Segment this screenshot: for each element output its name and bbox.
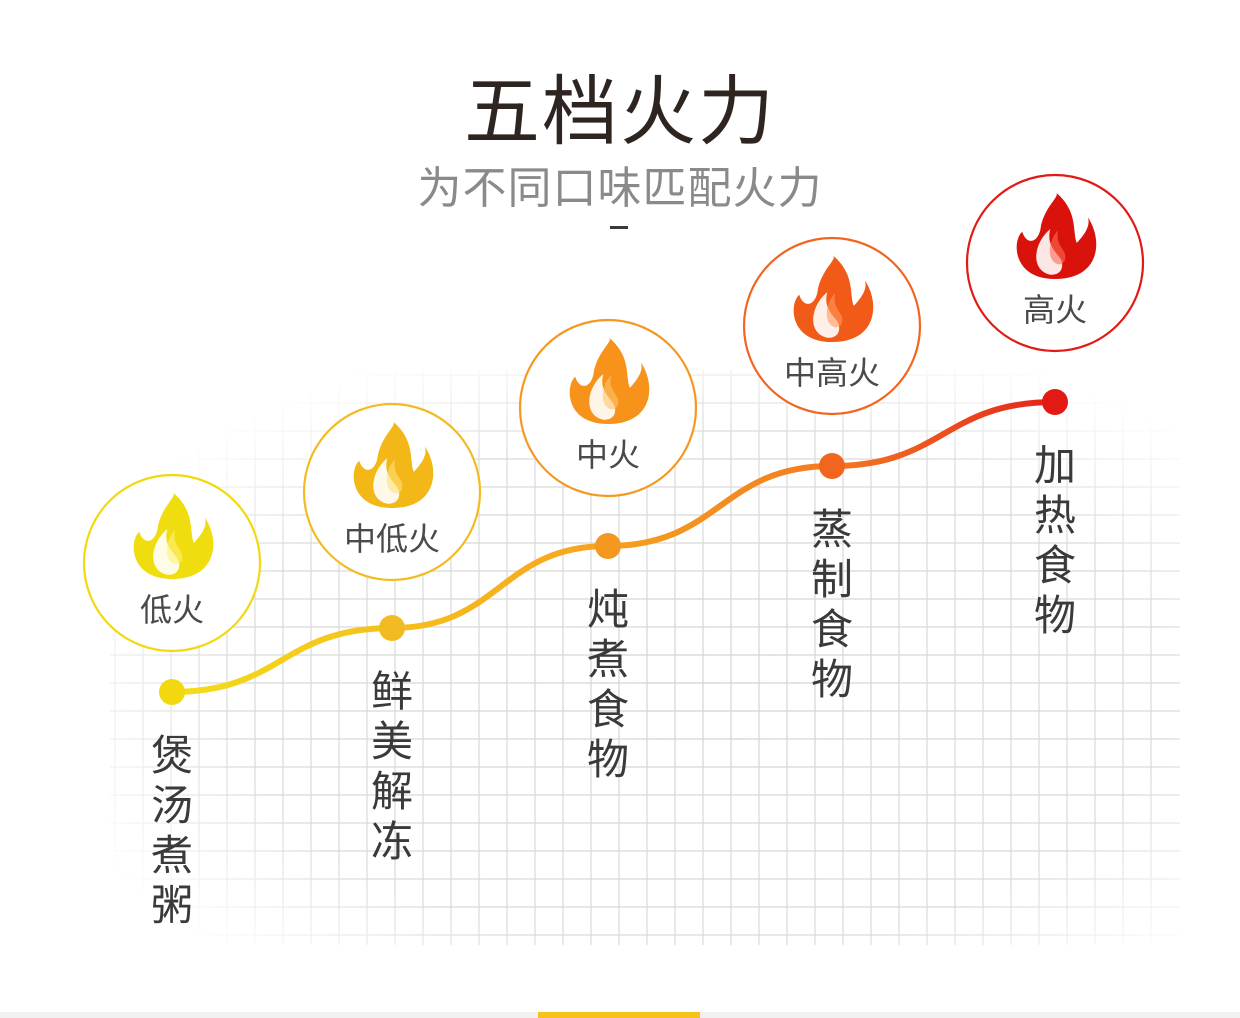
page-title: 五档火力: [464, 67, 776, 156]
flame-icon: [1016, 193, 1097, 279]
svg-text:煲: 煲: [151, 731, 193, 780]
svg-text:物: 物: [587, 735, 629, 784]
svg-text:鲜: 鲜: [371, 667, 413, 716]
page-subtitle: 为不同口味匹配火力: [417, 163, 823, 214]
svg-text:炖: 炖: [587, 585, 629, 634]
level-point: [595, 533, 621, 559]
flame-icon: [133, 493, 214, 579]
bottom-accent-bar: [538, 1012, 700, 1018]
level-point: [159, 679, 185, 705]
level-name: 中高火: [784, 354, 880, 392]
svg-text:食: 食: [587, 685, 629, 734]
level-name: 高火: [1023, 291, 1087, 329]
level-point: [1042, 389, 1068, 415]
svg-text:热: 热: [1034, 491, 1076, 540]
title-divider: [610, 226, 628, 229]
svg-text:物: 物: [1034, 591, 1076, 640]
level-name: 低火: [140, 591, 204, 629]
svg-text:汤: 汤: [151, 781, 193, 830]
svg-text:蒸: 蒸: [811, 505, 853, 554]
svg-text:煮: 煮: [151, 831, 193, 880]
svg-text:加: 加: [1034, 441, 1076, 490]
svg-text:冻: 冻: [371, 817, 413, 866]
svg-text:食: 食: [1034, 541, 1076, 590]
svg-text:煮: 煮: [587, 635, 629, 684]
svg-text:粥: 粥: [151, 881, 193, 930]
flame-icon: [353, 422, 434, 508]
flame-icon: [793, 256, 874, 342]
svg-text:美: 美: [371, 717, 413, 766]
flame-icon: [569, 338, 650, 424]
svg-text:物: 物: [811, 655, 853, 704]
svg-text:食: 食: [811, 605, 853, 654]
svg-text:制: 制: [811, 555, 853, 604]
svg-text:解: 解: [371, 767, 413, 816]
level-point: [379, 615, 405, 641]
level-name: 中低火: [344, 520, 440, 558]
level-name: 中火: [576, 436, 640, 474]
level-point: [819, 453, 845, 479]
